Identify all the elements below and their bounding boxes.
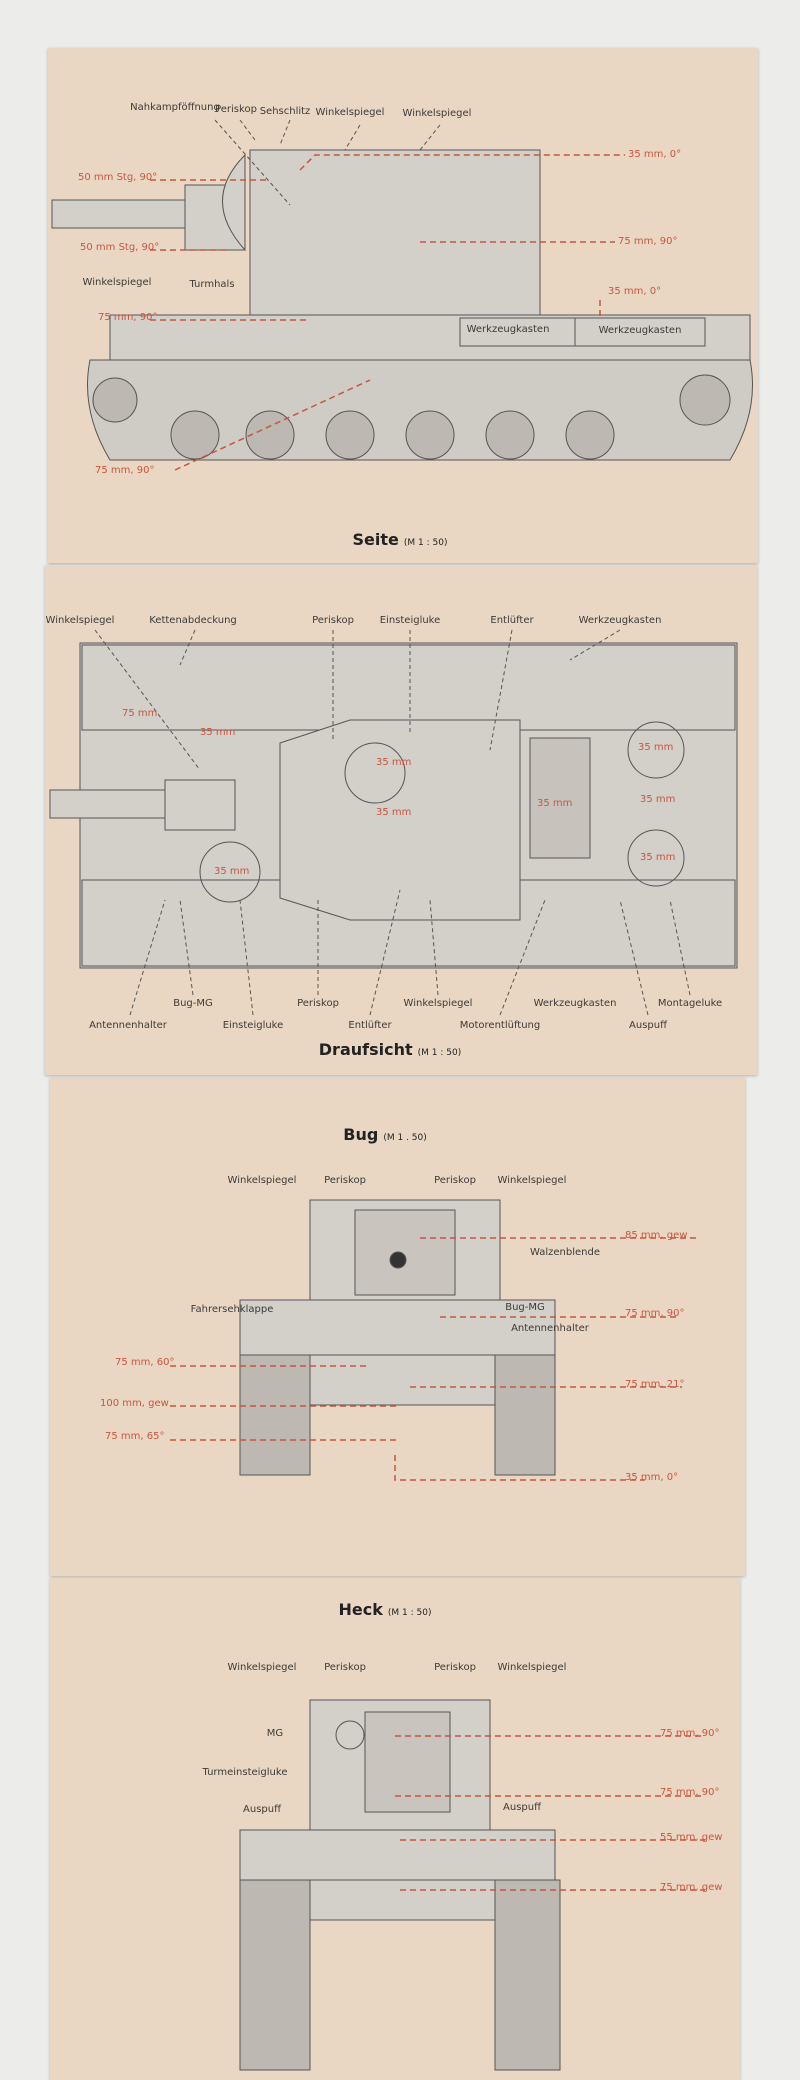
armor-label: 75 mm, 90° — [660, 1787, 720, 1798]
label-periskop: Periskop — [215, 104, 257, 115]
label-winkelspiegel: Winkelspiegel — [497, 1662, 567, 1673]
label-antennenhalter: Antennenhalter — [511, 1323, 589, 1334]
label-turmeinsteigluke: Turmeinsteigluke — [202, 1767, 288, 1778]
label-auspuff: Auspuff — [629, 1020, 667, 1031]
armor-label: 85 mm, gew — [625, 1230, 688, 1241]
armor-label: 35 mm — [640, 852, 676, 863]
label-bug-mg: Bug-MG — [505, 1302, 545, 1313]
armor-label: 35 mm — [376, 757, 412, 768]
label-winkelspiegel: Winkelspiegel — [403, 998, 473, 1009]
view-title-bug: Bug(M 1 . 50) — [343, 1125, 427, 1144]
armor-label: 75 mm, 65° — [105, 1431, 165, 1442]
armor-label: 75 mm, gew — [660, 1882, 723, 1893]
view-title-draufsicht: Draufsicht(M 1 : 50) — [318, 1040, 462, 1059]
label-winkelspiegel: Winkelspiegel — [315, 107, 385, 118]
view-title-seite: Seite(M 1 : 50) — [352, 530, 448, 549]
label-werkzeugkasten: Werkzeugkasten — [466, 324, 550, 335]
label-periskop: Periskop — [297, 998, 339, 1009]
label-winkelspiegel: Winkelspiegel — [82, 277, 152, 288]
label-werkzeugkasten: Werkzeugkasten — [598, 325, 682, 336]
rear-view-drawing — [239, 1699, 561, 2071]
label-winkelspiegel: Winkelspiegel — [45, 615, 115, 626]
label-periskop: Periskop — [434, 1662, 476, 1673]
label-winkelspiegel: Winkelspiegel — [227, 1662, 297, 1673]
label-einsteigluke: Einsteigluke — [222, 1020, 284, 1031]
label-walzenblende: Walzenblende — [529, 1247, 601, 1258]
label-leader-lines — [94, 119, 691, 1016]
label-sehschlitz: Sehschlitz — [259, 106, 311, 117]
side-view-wheels — [92, 374, 731, 460]
label-montageluke: Montageluke — [657, 998, 723, 1009]
armor-label: 75 mm, 21° — [625, 1379, 685, 1390]
armor-label: 75 mm, 90° — [618, 236, 678, 247]
label-fahrersehklappe: Fahrersehklappe — [190, 1304, 274, 1315]
top-view-drawing — [49, 642, 738, 969]
label-kettenabdeckung: Kettenabdeckung — [149, 615, 237, 626]
label-periskop: Periskop — [434, 1175, 476, 1186]
label-periskop: Periskop — [324, 1662, 366, 1673]
armor-label: 75 mm, 90° — [660, 1728, 720, 1739]
armor-label: 75 mm, 90° — [95, 465, 155, 476]
armor-leader-lines — [150, 154, 705, 1891]
armor-label: 35 mm, 0° — [625, 1472, 679, 1483]
label-einsteigluke: Einsteigluke — [379, 615, 441, 626]
label-bug-mg: Bug-MG — [173, 998, 213, 1009]
label-entluefter: Entlüfter — [490, 615, 534, 626]
label-periskop: Periskop — [312, 615, 354, 626]
armor-label: 35 mm — [376, 807, 412, 818]
armor-label: 35 mm — [537, 798, 573, 809]
armor-label: 75 mm — [122, 708, 158, 719]
armor-label: 75 mm, 90° — [625, 1308, 685, 1319]
label-winkelspiegel: Winkelspiegel — [227, 1175, 297, 1186]
armor-label: 75 mm, 90° — [98, 312, 158, 323]
label-mg: MG — [266, 1728, 284, 1739]
label-periskop: Periskop — [324, 1175, 366, 1186]
label-winkelspiegel: Winkelspiegel — [402, 108, 472, 119]
armor-label: 35 mm — [638, 742, 674, 753]
armor-label: 50 mm Stg, 90° — [78, 172, 158, 183]
label-werkzeugkasten: Werkzeugkasten — [578, 615, 662, 626]
label-entluefter: Entlüfter — [348, 1020, 392, 1031]
side-view-drawing — [51, 149, 753, 461]
label-auspuff: Auspuff — [503, 1802, 541, 1813]
label-winkelspiegel: Winkelspiegel — [497, 1175, 567, 1186]
armor-label: 75 mm, 60° — [115, 1357, 175, 1368]
label-nahkampfoeffnung: Nahkampföffnung — [130, 102, 220, 113]
armor-label: 35 mm — [200, 727, 236, 738]
armor-label: 100 mm, gew — [100, 1398, 169, 1409]
armor-label: 55 mm, gew — [660, 1832, 723, 1843]
armor-label: 35 mm — [214, 866, 250, 877]
armor-label: 50 mm Stg, 90° — [80, 242, 160, 253]
label-turmhals: Turmhals — [189, 279, 235, 290]
armor-label: 35 mm — [640, 794, 676, 805]
armor-label: 35 mm, 0° — [608, 286, 662, 297]
armor-label: 35 mm, 0° — [628, 149, 682, 160]
label-antennenhalter: Antennenhalter — [89, 1020, 167, 1031]
front-view-drawing — [239, 1199, 556, 1476]
label-motorentlueftung: Motorentlüftung — [459, 1020, 541, 1031]
view-title-heck: Heck(M 1 : 50) — [338, 1600, 432, 1619]
label-werkzeugkasten: Werkzeugkasten — [533, 998, 617, 1009]
label-auspuff: Auspuff — [243, 1804, 281, 1815]
